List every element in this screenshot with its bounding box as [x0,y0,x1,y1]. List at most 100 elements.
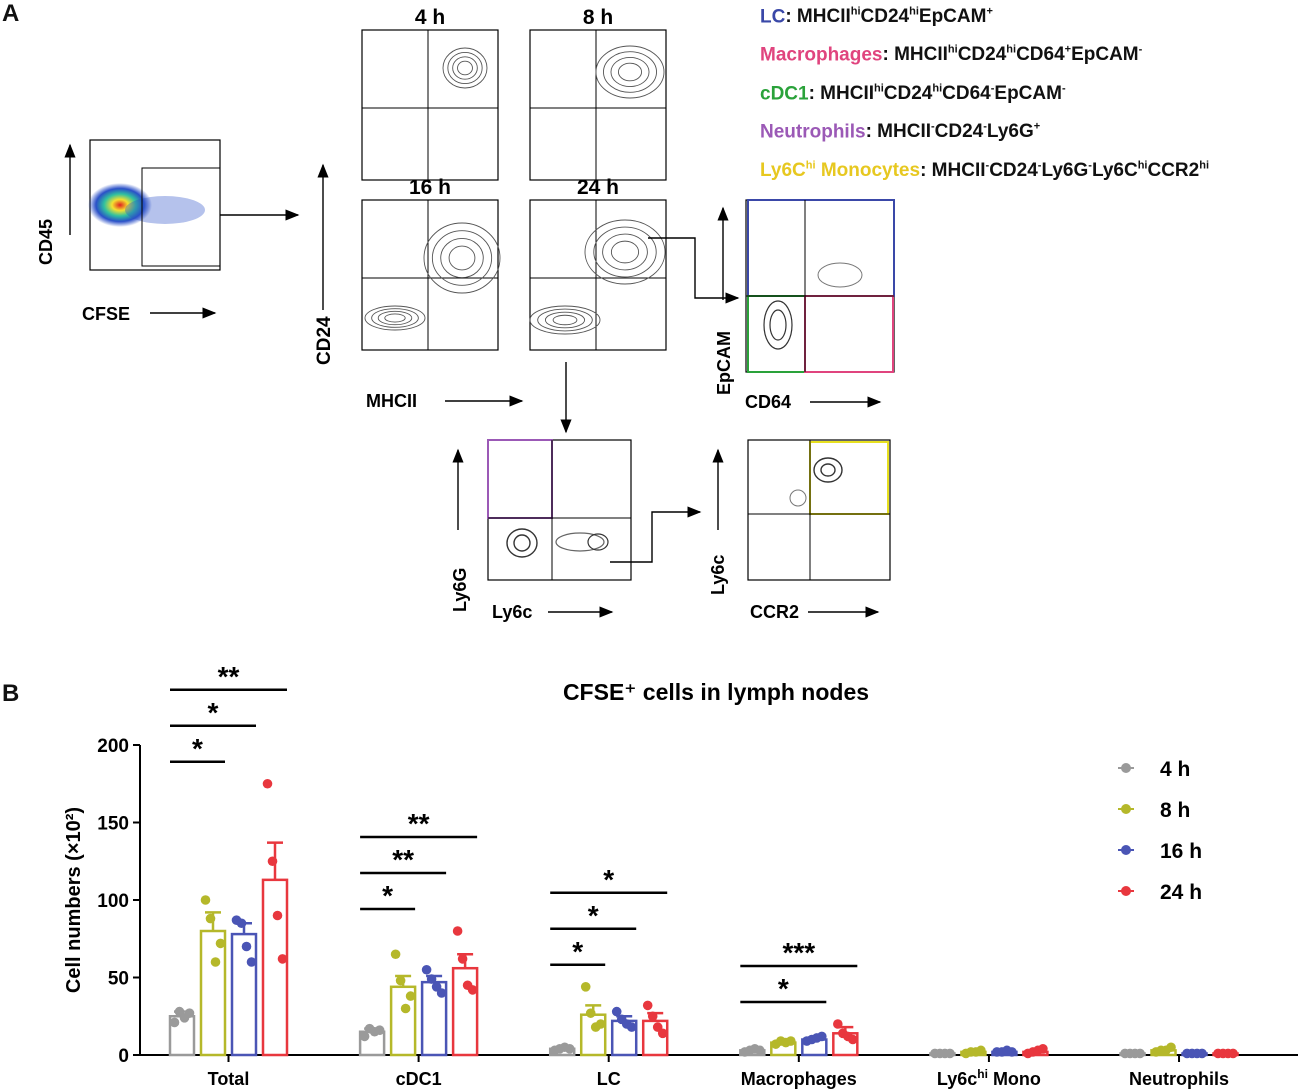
data-point [215,938,226,949]
time-label: 24 h [577,176,619,199]
contour [789,489,807,507]
contour [447,51,483,85]
plot-frame [487,439,632,581]
data-point [200,895,211,905]
cd24-label: CD24 [314,316,335,365]
contour [448,245,476,271]
significance-label: * [603,864,614,895]
gate-ylabel: CD45 [36,219,56,265]
contour [440,237,484,279]
legend-label: 16 h [1160,840,1202,863]
data-point [1007,1047,1017,1057]
data-point [626,1022,637,1032]
time-label: 4 h [415,6,445,29]
data-point [262,778,273,789]
time-plot: 24 h [529,176,667,351]
data-point [467,985,478,995]
data-point [1166,1042,1176,1053]
contour [610,240,640,264]
data-point [210,957,221,967]
time-label: 16 h [409,176,451,199]
data-point [976,1045,986,1056]
contour [513,534,531,552]
density-blob [88,183,152,227]
contour [384,313,406,323]
time-label: 8 h [583,6,613,29]
data-point [1197,1048,1207,1059]
y-tick-label: 0 [118,1046,129,1067]
contour [617,62,643,82]
contour [364,305,426,331]
contour [595,45,665,99]
plot-frame [361,29,499,181]
ccr2-label: CCR2 [750,602,799,622]
legend-entry: Macrophages: MHCIIhiCD24hiCD64+EpCAM- [760,44,1142,66]
x-tick-label: Ly6chi Mono [937,1067,1041,1089]
data-point [457,954,468,964]
data-point [1228,1048,1238,1059]
legend-marker-phenotype: : MHCIIhiCD24hiEpCAM+ [785,6,993,28]
contour [610,56,650,88]
significance-label: * [588,900,599,931]
legend-marker-phenotype: : MHCII-CD24-Ly6G-Ly6ChiCCR2hi [920,160,1209,182]
plot-frame [361,199,499,351]
cfse-gate [141,167,221,267]
legend-entry: LC: MHCIIhiCD24hiEpCAM+ [760,6,993,28]
y-tick-label: 100 [97,891,129,912]
cfse-gate-plot: CD45 CFSE [36,139,300,324]
data-point [657,1028,668,1039]
ly6g-plot: Ly6G Ly6c [450,362,702,622]
x-tick-label: cDC1 [396,1069,442,1089]
mhc-axis-labels: CD24 MHCII [314,163,524,411]
data-point [452,926,463,936]
data-point [786,1036,796,1046]
data-point [395,975,406,986]
contour [377,310,413,326]
data-point [647,1011,658,1022]
contour [817,262,863,288]
contour [544,311,586,329]
epcam-label: EpCAM [714,331,734,395]
plot-frame [529,199,667,351]
data-point [169,1017,180,1028]
significance-label: ** [408,808,430,839]
plot-frame [745,199,895,373]
legend-population-name: LC [760,6,786,28]
data-point [205,913,216,924]
time-course-plots: 4 h 8 h 16 h 24 h [361,6,667,351]
data-point [246,957,257,967]
data-point [390,949,401,960]
y-tick-label: 50 [108,969,129,990]
data-point [833,1019,843,1029]
significance-label: * [382,880,393,911]
legend-label: 8 h [1160,799,1190,822]
data-point [595,1019,606,1029]
plot-frame [529,29,667,181]
contour [813,457,843,483]
ly6c-y-label: Ly6c [708,555,728,595]
cd64-label: CD64 [745,392,791,412]
legend-entry: Ly6Chi Monocytes: MHCII-CD24-Ly6G-Ly6Chi… [760,160,1209,182]
x-tick-label: Macrophages [741,1069,857,1089]
data-point [374,1025,385,1035]
to-epcam-arrow [648,237,740,304]
data-point [817,1031,827,1042]
contour [763,300,793,350]
contour [552,314,578,326]
data-point [267,856,278,867]
data-point [585,1008,596,1018]
contour [537,308,593,332]
macrophage-gate [804,295,894,373]
data-point [1135,1048,1145,1059]
data-point [1038,1044,1048,1054]
data-point [945,1048,955,1059]
ccr2-plot: Ly6c CCR2 [708,439,891,622]
x-tick-label: Total [208,1069,250,1089]
density-tail [125,196,205,224]
legend-marker-phenotype: : MHCIIhiCD24hiCD64-EpCAM- [808,83,1066,105]
legend-population-name: Ly6Chi Monocytes [760,160,921,182]
contour [584,219,666,285]
contour [602,233,648,271]
data-point [642,1000,653,1011]
